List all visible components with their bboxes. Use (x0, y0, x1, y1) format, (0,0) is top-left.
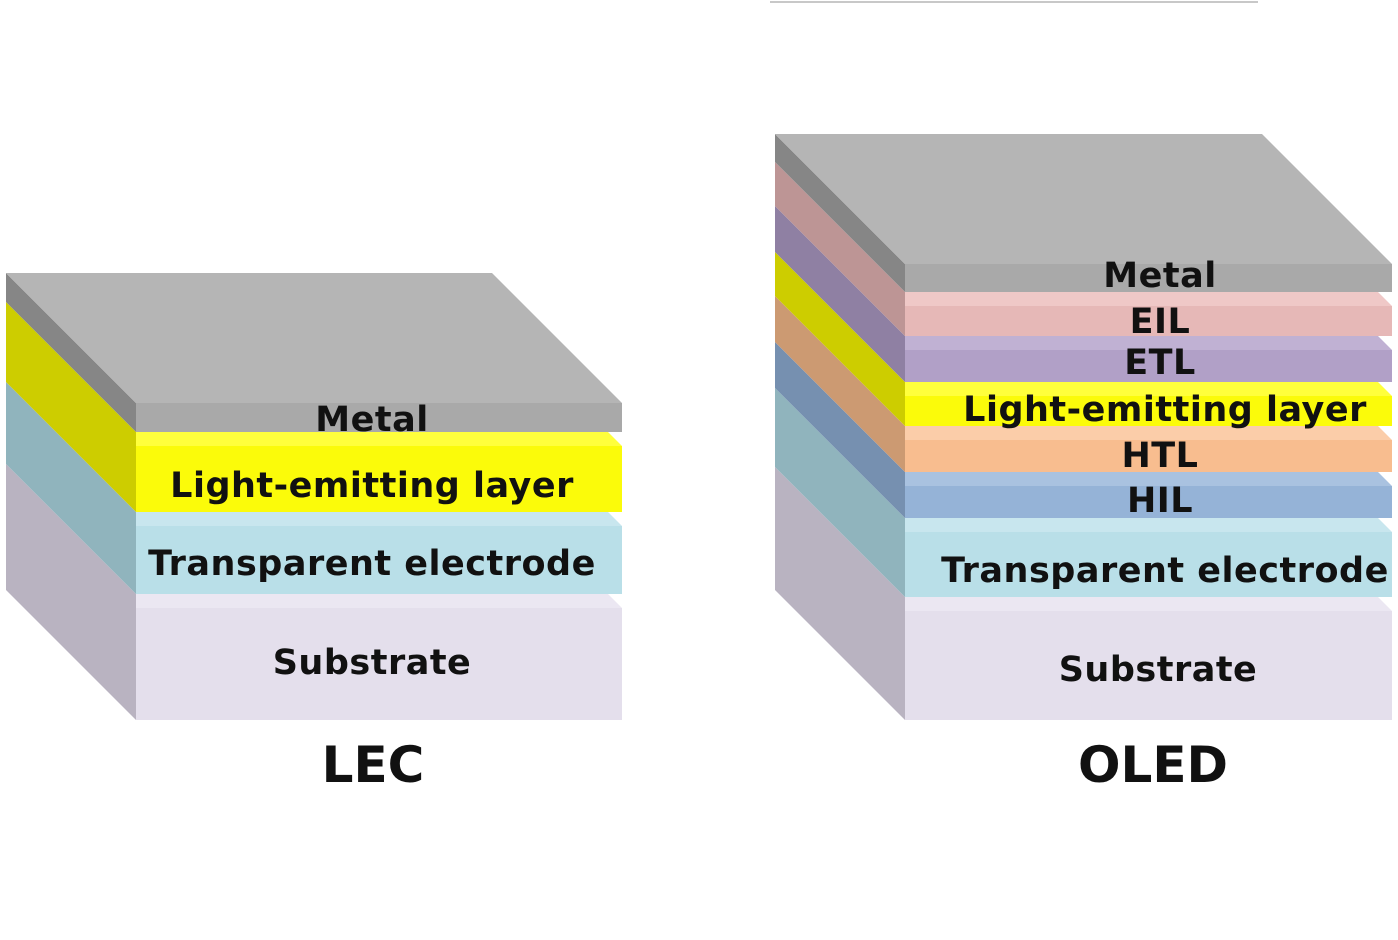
layer-top-edge (905, 292, 1392, 306)
layer-light-emitting-layer: Light-emitting layer (775, 252, 1392, 430)
layer-label: Transparent electrode (941, 551, 1389, 591)
layer-top-edge (136, 594, 622, 608)
layer-top-edge (905, 426, 1392, 440)
lec-stack: Substrate Transparent electrode Light-emit… (6, 273, 622, 794)
layer-top-edge (905, 336, 1392, 350)
layer-top-face (6, 273, 622, 403)
layer-side-face (6, 302, 136, 512)
layer-label: HTL (1122, 436, 1199, 476)
layer-htl: HTL (775, 296, 1392, 476)
layer-front-face (136, 446, 622, 512)
oled-stack: Substrate Transparent electrode HIL HTL Ligh… (775, 134, 1392, 794)
layer-label: HIL (1127, 481, 1193, 521)
layer-substrate: Substrate (775, 467, 1392, 720)
layer-label: EIL (1130, 302, 1191, 342)
layer-metal: Metal (775, 134, 1392, 296)
layer-top-face (775, 134, 1392, 264)
layer-transparent-electrode: Transparent electrode (6, 382, 622, 594)
layer-side-face (775, 162, 905, 336)
layer-label: Light-emitting layer (170, 466, 574, 506)
layer-substrate: Substrate (6, 464, 622, 720)
layer-side-face (775, 206, 905, 382)
layer-front-face (905, 486, 1392, 518)
layer-side-face (6, 382, 136, 594)
layer-top-edge (905, 518, 1392, 532)
layer-front-face (905, 532, 1392, 597)
layer-front-face (905, 350, 1392, 382)
layer-metal: Metal (6, 273, 622, 440)
layer-etl: ETL (775, 206, 1392, 383)
layer-hil: HIL (775, 342, 1392, 521)
layer-label: Substrate (273, 643, 472, 683)
layer-top-edge (136, 432, 622, 446)
layer-side-face (775, 388, 905, 597)
layer-front-face (905, 264, 1392, 292)
layer-side-face (775, 134, 905, 292)
stack-title: OLED (1078, 736, 1228, 794)
layer-top-edge (136, 512, 622, 526)
layer-label: Transparent electrode (148, 544, 596, 584)
layer-front-face (905, 611, 1392, 720)
layer-top-edge (905, 597, 1392, 611)
layer-side-face (6, 273, 136, 432)
layer-transparent-electrode: Transparent electrode (775, 388, 1392, 597)
layer-side-face (775, 342, 905, 518)
layer-side-face (775, 252, 905, 426)
layer-top-edge (905, 382, 1392, 396)
layer-label: Substrate (1059, 650, 1258, 690)
layer-front-face (905, 396, 1392, 426)
layer-side-face (775, 296, 905, 472)
layer-side-face (6, 464, 136, 720)
layer-eil: EIL (775, 162, 1392, 342)
layer-light-emitting-layer: Light-emitting layer (6, 302, 622, 512)
layer-side-face (775, 467, 905, 720)
layer-top-edge (905, 472, 1392, 486)
layer-front-face (136, 526, 622, 594)
layer-front-face (136, 608, 622, 720)
layer-label: Metal (1103, 256, 1216, 296)
layer-label: ETL (1124, 343, 1196, 383)
layer-front-face (905, 440, 1392, 472)
layer-front-face (905, 306, 1392, 336)
layer-label: Metal (315, 400, 428, 440)
layer-front-face (136, 403, 622, 432)
stack-title: LEC (322, 736, 425, 794)
layer-label: Light-emitting layer (963, 390, 1367, 430)
